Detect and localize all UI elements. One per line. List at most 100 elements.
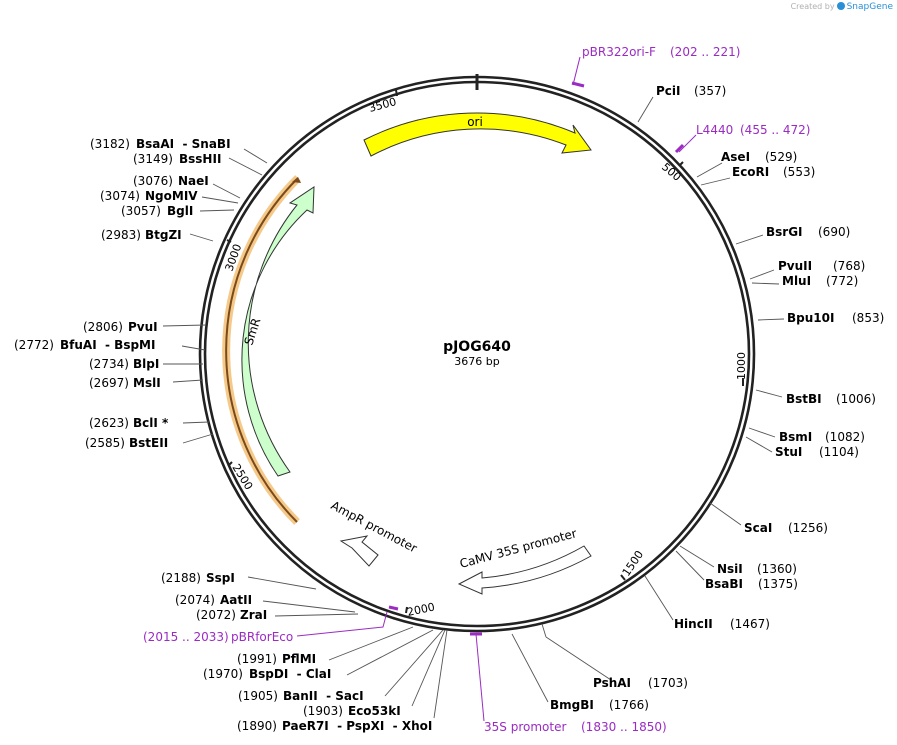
site-bsaai-snabi[interactable]: (3182) BsaAI - SnaBI [90, 137, 231, 151]
site-position: (2697) [89, 376, 129, 390]
site-eco53ki[interactable]: (1903)Eco53kI [303, 704, 401, 718]
site-hincii[interactable]: HincII (1467) [674, 617, 770, 631]
site-position: (1467) [730, 617, 770, 631]
site-scai[interactable]: ScaI(1256) [744, 521, 828, 535]
site-enzyme: AseI [721, 150, 750, 164]
site-stui[interactable]: StuI(1104) [775, 445, 859, 459]
site-leader-lines [162, 96, 785, 719]
site-aatii[interactable]: (2074)AatII [175, 593, 252, 607]
site-enzyme: BstEII [129, 436, 168, 450]
site-asei[interactable]: AseI(529) [721, 150, 797, 164]
site-banii-saci[interactable]: (1905)BanII - SacI [238, 689, 364, 703]
site-enzyme: BssHII [179, 152, 221, 166]
site-nsii[interactable]: NsiI(1360) [717, 562, 797, 576]
tick-1000: 1000 [735, 352, 748, 386]
site-enzyme: BmgBI [550, 698, 594, 712]
site-btgzi[interactable]: (2983)BtgZI [101, 228, 182, 242]
site-position: (1375) [758, 577, 798, 591]
site-enzyme: BsmI [779, 430, 812, 444]
primer-l4440[interactable]: L4440 (455 .. 472) [674, 123, 810, 154]
site-position: (1766) [609, 698, 649, 712]
primer-range: (455 .. 472) [740, 123, 810, 137]
site-position: (2734) [89, 357, 129, 371]
site-pcii[interactable]: PciI(357) [656, 84, 726, 98]
site-bstbi[interactable]: BstBI(1006) [786, 392, 876, 406]
tick-label-1500: 1500 [620, 548, 646, 578]
site-enzyme: NsiI [717, 562, 743, 576]
site-enzyme: PflMI [282, 652, 316, 666]
tick-label-2000: 2000 [406, 600, 436, 619]
site-enzyme: BspDI - ClaI [249, 667, 331, 681]
site-bspdi-clai[interactable]: (1970) BspDI - ClaI [203, 667, 331, 681]
site-position: (2623) [89, 416, 129, 430]
primer-pbrforeco[interactable]: (2015 .. 2033) pBRforEco [143, 605, 399, 644]
site-position: (357) [694, 84, 726, 98]
site-enzyme: BsrGI [766, 225, 803, 239]
primer-35s-promoter[interactable]: 35S promoter (1830 .. 1850) [470, 632, 667, 734]
site-bgli[interactable]: (3057)BglI [121, 204, 193, 218]
site-position: (2074) [175, 593, 215, 607]
site-position: (853) [852, 311, 884, 325]
site-naei[interactable]: (3076)NaeI [133, 174, 209, 188]
site-bsabi[interactable]: BsaBI(1375) [705, 577, 798, 591]
primer-pbr322ori-f[interactable]: pBR322ori-F (202 .. 221) [571, 45, 740, 88]
site-paer7i-pspxi-xhoi[interactable]: (1890) PaeR7I - PspXI - XhoI [237, 719, 432, 733]
site-enzyme: HincII [674, 617, 713, 631]
site-position: (1905) [238, 689, 278, 703]
site-blpi[interactable]: (2734)BlpI [89, 357, 159, 371]
feature-smr-brown-arrowhead [292, 177, 301, 183]
site-ngomiv[interactable]: (3074)NgoMIV [100, 189, 198, 203]
site-position: (1082) [825, 430, 865, 444]
site-bmgbi[interactable]: BmgBI (1766) [550, 698, 649, 712]
site-position: (772) [826, 274, 858, 288]
site-zrai[interactable]: (2072) ZraI [196, 608, 267, 622]
site-position: (1991) [237, 652, 277, 666]
primer-range: (202 .. 221) [670, 45, 740, 59]
site-position: (3076) [133, 174, 173, 188]
site-bfuai-bspmi[interactable]: (2772)BfuAI - BspMI [14, 338, 155, 352]
feature-ampr-promoter-label: AmpR promoter [329, 498, 420, 555]
site-enzyme: BclI * [133, 416, 169, 430]
site-sspi[interactable]: (2188)SspI [161, 571, 235, 585]
site-bsshii[interactable]: (3149) BssHII [133, 152, 221, 166]
site-pvui[interactable]: (2806)PvuI [83, 320, 158, 334]
primer-name: pBRforEco [231, 630, 293, 644]
feature-ori-label: ori [467, 115, 483, 129]
site-enzyme: StuI [775, 445, 802, 459]
site-position: (3057) [121, 204, 161, 218]
plasmid-name: pJOG640 [443, 339, 511, 355]
site-bsrgi[interactable]: BsrGI (690) [766, 225, 850, 239]
site-bsteii[interactable]: (2585) BstEII [85, 436, 168, 450]
primer-name: pBR322ori-F [582, 45, 656, 59]
site-mlui[interactable]: MluI (772) [782, 274, 858, 288]
site-pshai[interactable]: PshAI(1703) [593, 676, 688, 690]
site-position: (1970) [203, 667, 243, 681]
site-position: (2072) [196, 608, 236, 622]
site-enzyme: ZraI [240, 608, 267, 622]
site-bcli[interactable]: (2623) BclI * [89, 416, 169, 430]
site-msli[interactable]: (2697)MslI [89, 376, 161, 390]
site-position: (2806) [83, 320, 123, 334]
site-enzyme: BsaAI - SnaBI [136, 137, 231, 151]
site-enzyme: MluI [782, 274, 811, 288]
tick-2000: 2000 [405, 600, 436, 619]
site-pvuii[interactable]: PvuII(768) [778, 259, 865, 273]
site-position: (1890) [237, 719, 277, 733]
site-bpu10i[interactable]: Bpu10I(853) [787, 311, 884, 325]
site-position: (690) [818, 225, 850, 239]
primer-name: 35S promoter [484, 720, 566, 734]
site-position: (3149) [133, 152, 173, 166]
site-pflmi[interactable]: (1991) PflMI [237, 652, 316, 666]
tick-500: 500 [659, 160, 684, 184]
site-position: (2585) [85, 436, 125, 450]
site-position: (3182) [90, 137, 130, 151]
site-bsmi[interactable]: BsmI (1082) [779, 430, 865, 444]
site-enzyme: NgoMIV [145, 189, 198, 203]
feature-smr-brown-line [225, 177, 299, 523]
feature-ori-arrow [363, 112, 592, 157]
site-enzyme: PaeR7I - PspXI - XhoI [282, 719, 432, 733]
site-position: (553) [783, 165, 815, 179]
site-ecori[interactable]: EcoRI(553) [732, 165, 815, 179]
primer-name: L4440 [696, 123, 733, 137]
plasmid-size: 3676 bp [454, 355, 499, 368]
